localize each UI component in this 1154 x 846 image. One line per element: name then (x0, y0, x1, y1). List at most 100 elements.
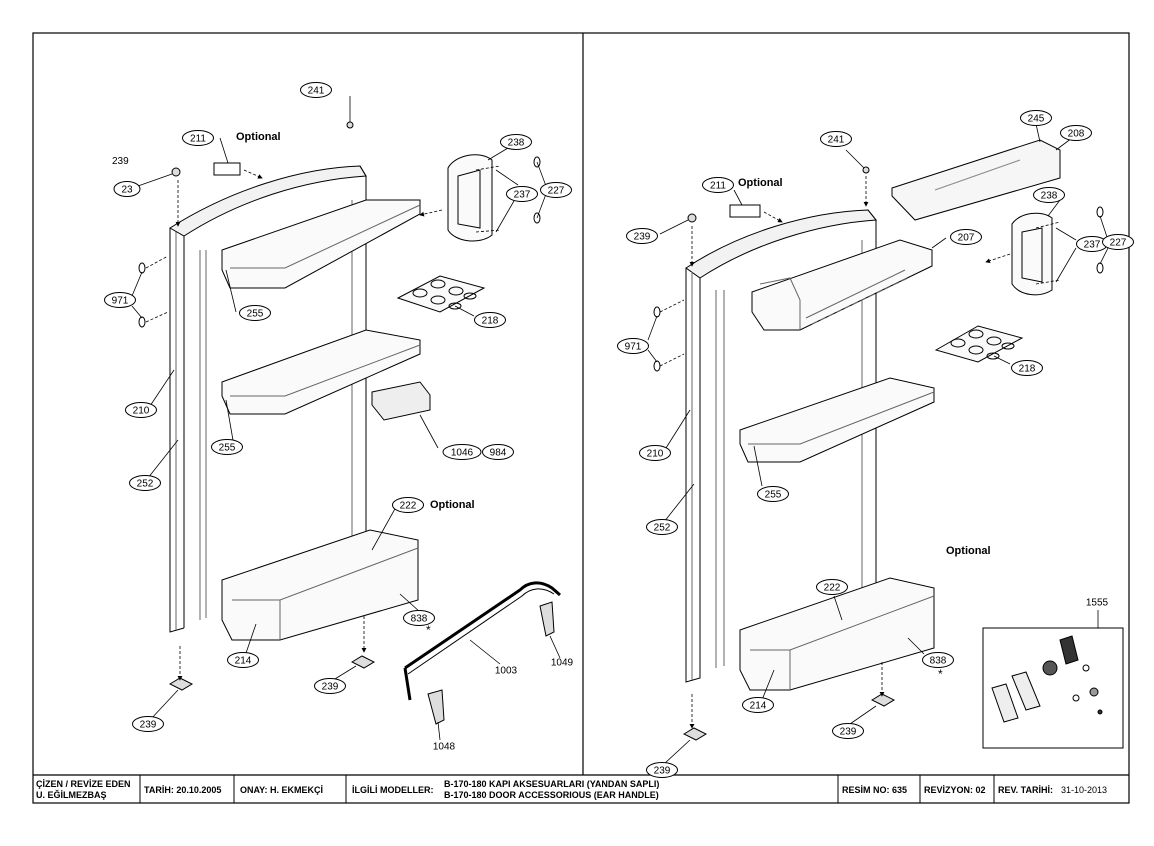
date: TARİH: 20.10.2005 (144, 785, 222, 795)
svg-text:241: 241 (308, 86, 325, 97)
svg-text:241: 241 (828, 135, 845, 146)
svg-text:23: 23 (121, 185, 133, 196)
svg-text:238: 238 (508, 138, 525, 149)
svg-text:218: 218 (1019, 364, 1036, 375)
svg-text:239: 239 (634, 232, 651, 243)
left-callout-218: 218 (474, 312, 506, 328)
svg-text:237: 237 (514, 190, 531, 201)
right-callout-1555: 1555 (1086, 598, 1109, 609)
left-callout-239: 239 (132, 716, 164, 732)
drawing-number: RESİM NO: 635 (842, 785, 908, 795)
svg-text:227: 227 (548, 186, 565, 197)
right-callout-239: 239 (832, 723, 864, 739)
right-callout-227: 227 (1102, 234, 1134, 250)
svg-text:252: 252 (654, 523, 671, 534)
svg-text:1003: 1003 (495, 666, 518, 677)
svg-text:255: 255 (219, 443, 236, 454)
svg-text:971: 971 (625, 342, 642, 353)
svg-text:1555: 1555 (1086, 598, 1109, 609)
left-callout-23: 23 (113, 181, 141, 197)
right-callout-241: 241 (820, 131, 852, 147)
part-callouts: 241 211 238 237 227 23 971 255 218 255 210 1046 984 2… (104, 82, 1134, 778)
svg-text:214: 214 (235, 656, 252, 667)
svg-text:1048: 1048 (433, 742, 456, 753)
right-callout-210: 210 (639, 445, 671, 461)
revision: REVİZYON: 02 (924, 785, 986, 795)
left-callout-1049: 1049 (551, 658, 574, 669)
svg-text:245: 245 (1028, 114, 1045, 125)
left-callout-1048: 1048 (433, 742, 456, 753)
right-callout-207: 207 (950, 229, 982, 245)
left-optional-211: Optional (236, 131, 281, 143)
left-callout-252: 252 (129, 475, 161, 491)
svg-text:838: 838 (930, 656, 947, 667)
svg-text:237: 237 (1084, 240, 1101, 251)
sheet-border (32, 32, 1130, 804)
right-door-assembly (653, 139, 1124, 749)
svg-text:222: 222 (824, 583, 841, 594)
left-callout-210: 210 (125, 402, 157, 418)
rev-date: 31-10-2013 (1061, 785, 1108, 795)
drawn-by-label: ÇİZEN / REVİZE EDEN (36, 779, 131, 789)
left-callout-255: 255 (239, 305, 271, 321)
svg-text:207: 207 (958, 233, 975, 244)
svg-text:984: 984 (490, 448, 507, 459)
right-callout-245: 245 (1020, 110, 1052, 126)
left-callout-211: 211 (182, 130, 214, 146)
svg-text:255: 255 (247, 309, 264, 320)
right-callout-971: 971 (617, 338, 649, 354)
svg-text:1049: 1049 (551, 658, 574, 669)
rev-date-label: REV. TARİHİ: (998, 785, 1054, 795)
right-callout-252: 252 (646, 519, 678, 535)
right-callout-211: 211 (702, 177, 734, 193)
right-callout-838: 838 (922, 652, 954, 668)
left-callout-984: 984 (482, 444, 514, 460)
right-callout-222: 222 (816, 579, 848, 595)
left-leader-lines (131, 96, 561, 741)
model-line-2: B-170-180 DOOR ACCESSORIOUS (EAR HANDLE) (444, 790, 659, 800)
svg-text:211: 211 (190, 134, 206, 145)
models-label: İLGİLİ MODELLER: (352, 785, 434, 795)
right-callout-239: 239 (646, 762, 678, 778)
left-callout-255: 255 (211, 439, 243, 455)
kit-1555-inset (982, 627, 1124, 749)
right-callout-218: 218 (1011, 360, 1043, 376)
left-callout-241: 241 (300, 82, 332, 98)
svg-text:239: 239 (322, 682, 339, 693)
approved-by: ONAY: H. EKMEKÇİ (240, 785, 324, 795)
right-callout-208: 208 (1060, 125, 1092, 141)
svg-text:218: 218 (482, 316, 499, 327)
right-callout-238: 238 (1033, 187, 1065, 203)
left-callout-971: 971 (104, 292, 136, 308)
svg-text:222: 222 (400, 501, 417, 512)
svg-text:227: 227 (1110, 238, 1127, 249)
svg-text:239: 239 (840, 727, 857, 738)
svg-text:838: 838 (411, 614, 428, 625)
left-callout-227: 227 (540, 182, 572, 198)
left-door-assembly (138, 121, 561, 725)
left-note-239: 239 (112, 156, 129, 167)
svg-text:211: 211 (710, 181, 726, 192)
left-asterisk: * (426, 623, 431, 637)
right-optional-bin: Optional (946, 545, 991, 557)
title-block-grid (139, 775, 995, 803)
svg-text:239: 239 (654, 766, 671, 777)
svg-text:252: 252 (137, 479, 154, 490)
svg-text:255: 255 (765, 490, 782, 501)
left-callout-237: 237 (506, 186, 538, 202)
left-callout-1003: 1003 (495, 666, 518, 677)
svg-text:210: 210 (133, 406, 150, 417)
drawn-by: U. EĞİLMEZBAŞ (36, 790, 107, 800)
left-callout-222: 222 (392, 497, 424, 513)
left-callout-239: 239 (314, 678, 346, 694)
svg-text:208: 208 (1068, 129, 1085, 140)
left-optional-222: Optional (430, 499, 475, 511)
svg-text:214: 214 (750, 701, 767, 712)
right-callout-214: 214 (742, 697, 774, 713)
right-asterisk: * (938, 667, 943, 681)
svg-text:1046: 1046 (451, 448, 474, 459)
right-optional-211: Optional (738, 177, 783, 189)
svg-text:971: 971 (112, 296, 129, 307)
left-callout-238: 238 (500, 134, 532, 150)
